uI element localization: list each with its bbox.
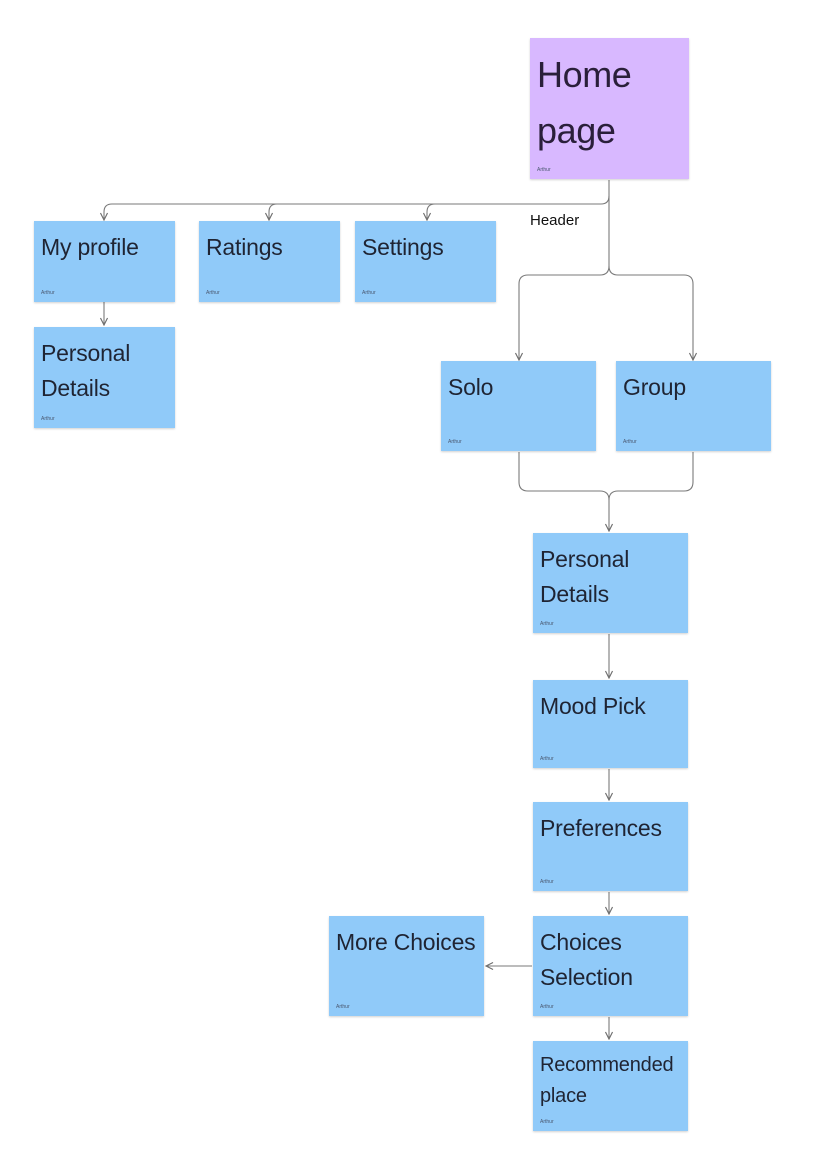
- sticky-label: Solo: [448, 374, 494, 400]
- sticky-label: Mood Pick: [540, 693, 646, 719]
- sticky-author: Arthur: [540, 879, 554, 885]
- connector-group-to-personal-details: [608, 452, 694, 501]
- sticky-label: Recommended place: [540, 1054, 674, 1107]
- sticky-label: Group: [623, 374, 686, 400]
- sticky-author: Arthur: [540, 1004, 554, 1010]
- connector-solo-to-personal-details: [518, 452, 609, 531]
- connector-home-to-ratings: [269, 203, 278, 220]
- header-text: Header: [530, 212, 580, 229]
- sticky-label: Settings: [362, 234, 444, 260]
- sticky-label: Home page: [537, 54, 632, 151]
- sticky-home-page[interactable]: Home page Arthur: [530, 38, 689, 179]
- sticky-label: Choices Selection: [540, 929, 633, 990]
- sticky-label: Ratings: [206, 234, 283, 260]
- sticky-author: Arthur: [540, 621, 554, 627]
- sticky-label: More Choices: [336, 929, 476, 955]
- sticky-recommended-place[interactable]: Recommended place Arthur: [533, 1041, 688, 1131]
- sticky-personal-details[interactable]: Personal Details Arthur: [533, 533, 688, 633]
- sticky-label: Preferences: [540, 815, 662, 841]
- sticky-author: Arthur: [41, 416, 55, 422]
- sticky-personal-details-profile[interactable]: Personal Details Arthur: [34, 327, 175, 428]
- sticky-label: Personal Details: [41, 340, 131, 401]
- sticky-ratings[interactable]: Ratings Arthur: [199, 221, 340, 302]
- connector-home-to-settings: [427, 203, 436, 220]
- sticky-author: Arthur: [41, 290, 55, 296]
- connector-home-to-solo: [519, 196, 610, 360]
- sticky-author: Arthur: [206, 290, 220, 296]
- sticky-my-profile[interactable]: My profile Arthur: [34, 221, 175, 302]
- sticky-author: Arthur: [540, 756, 554, 762]
- sticky-author: Arthur: [537, 167, 551, 173]
- sticky-more-choices[interactable]: More Choices Arthur: [329, 916, 484, 1016]
- sticky-mood-pick[interactable]: Mood Pick Arthur: [533, 680, 688, 768]
- sticky-author: Arthur: [336, 1004, 350, 1010]
- sticky-group[interactable]: Group Arthur: [616, 361, 771, 451]
- sticky-solo[interactable]: Solo Arthur: [441, 361, 596, 451]
- sticky-label: My profile: [41, 234, 139, 260]
- connector-home-to-group: [608, 265, 693, 360]
- sticky-preferences[interactable]: Preferences Arthur: [533, 802, 688, 891]
- sticky-author: Arthur: [623, 439, 637, 445]
- sticky-author: Arthur: [362, 290, 376, 296]
- sticky-choices-selection[interactable]: Choices Selection Arthur: [533, 916, 688, 1016]
- sticky-settings[interactable]: Settings Arthur: [355, 221, 496, 302]
- sticky-author: Arthur: [448, 439, 462, 445]
- sticky-author: Arthur: [540, 1119, 554, 1125]
- sticky-label: Personal Details: [540, 546, 630, 607]
